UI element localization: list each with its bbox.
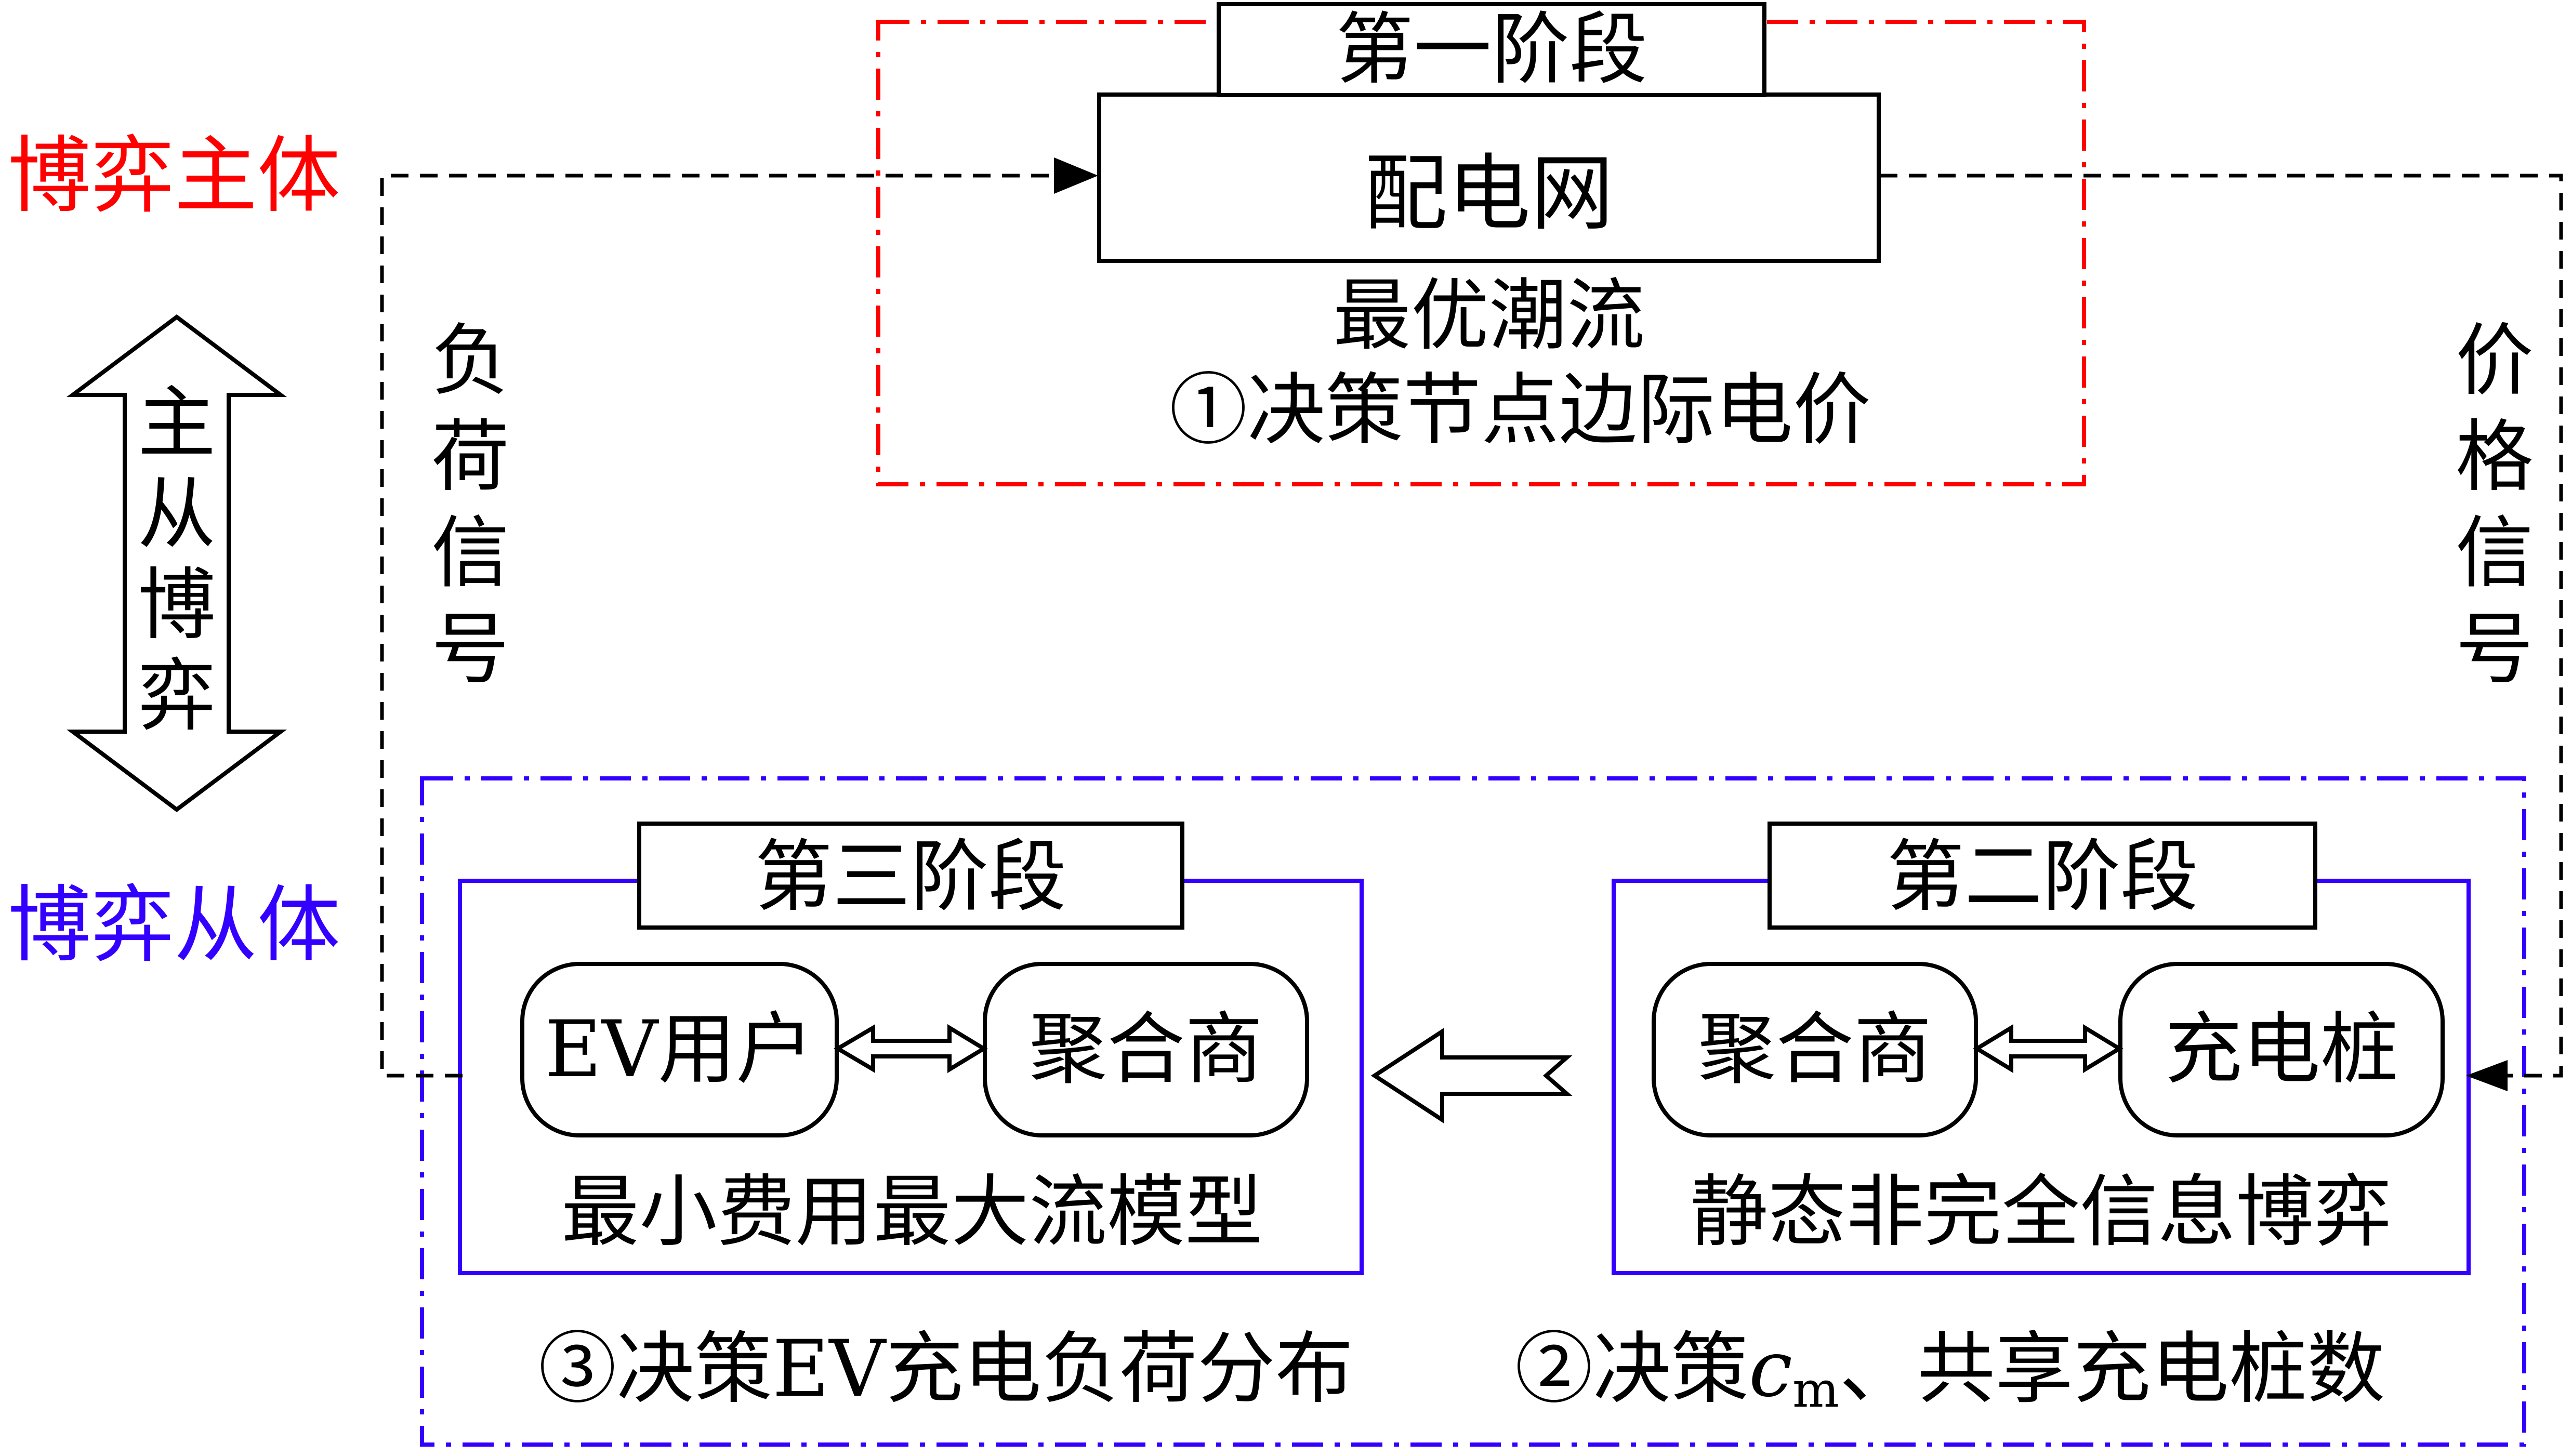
- load-signal-arrowhead: [1054, 157, 1098, 194]
- load-signal-line: [380, 174, 1055, 1078]
- stage2-decision-sub: m: [1792, 1361, 1839, 1419]
- leader-label: 博弈主体: [8, 127, 340, 224]
- stage2-decision-prefix: ②决策: [1515, 1324, 1749, 1414]
- stage2-double-arrow: [1973, 1024, 2123, 1074]
- stage2-decision: ②决策cm、共享充电桩数: [1515, 1324, 2385, 1419]
- stage3-title-box: [637, 822, 1184, 930]
- stage3-title: 第三阶段: [755, 832, 1066, 922]
- price-signal-char-3: 信: [2456, 508, 2534, 599]
- relation-char-2: 从: [138, 469, 216, 560]
- stage2-method: 静态非完全信息博弈: [1690, 1167, 2392, 1258]
- stage2-title: 第二阶段: [1887, 832, 2198, 922]
- stage1-decision: ①决策节点边际电价: [1169, 365, 1871, 456]
- price-signal-line: [1880, 174, 2563, 1078]
- load-signal-char-4: 号: [431, 604, 509, 695]
- load-signal-char-3: 信: [431, 508, 509, 599]
- relation-char-4: 弈: [138, 651, 216, 742]
- stage1-title-box: [1217, 2, 1766, 97]
- stage3-ev-user-label: EV用户: [545, 1004, 814, 1095]
- stage3-aggregator-label: 聚合商: [1029, 1004, 1263, 1095]
- stage2-decision-var: c: [1749, 1324, 1792, 1414]
- price-signal-char-4: 号: [2456, 604, 2534, 695]
- load-signal-char-1: 负: [431, 316, 509, 406]
- relation-char-3: 博: [138, 560, 216, 651]
- follower-label: 博弈从体: [8, 877, 340, 974]
- stage3-double-arrow: [834, 1024, 988, 1074]
- stage3-decision: ③决策EV充电负荷分布: [538, 1324, 1353, 1414]
- leader-follower-double-arrow: [67, 314, 287, 812]
- stage2-decision-suffix: 、共享充电桩数: [1839, 1324, 2385, 1414]
- price-signal-char-1: 价: [2456, 316, 2534, 406]
- relation-char-1: 主: [138, 378, 216, 469]
- follower-boundary: [420, 776, 2526, 1447]
- stage1-title: 第一阶段: [1336, 5, 1647, 95]
- stage1-entity: 配电网: [1364, 145, 1614, 242]
- stage2-charger-label: 充电桩: [2165, 1004, 2398, 1095]
- load-signal-char-2: 荷: [431, 412, 509, 502]
- stage1-method: 最优潮流: [1333, 271, 1645, 361]
- price-signal-arrowhead: [2466, 1060, 2508, 1091]
- stage2-title-box: [1768, 822, 2317, 930]
- stage3-method: 最小费用最大流模型: [561, 1167, 1263, 1258]
- stage2-aggregator-label: 聚合商: [1698, 1004, 1932, 1095]
- stage2-to-stage3-arrow: [1370, 1027, 1573, 1124]
- price-signal-char-2: 格: [2456, 412, 2534, 502]
